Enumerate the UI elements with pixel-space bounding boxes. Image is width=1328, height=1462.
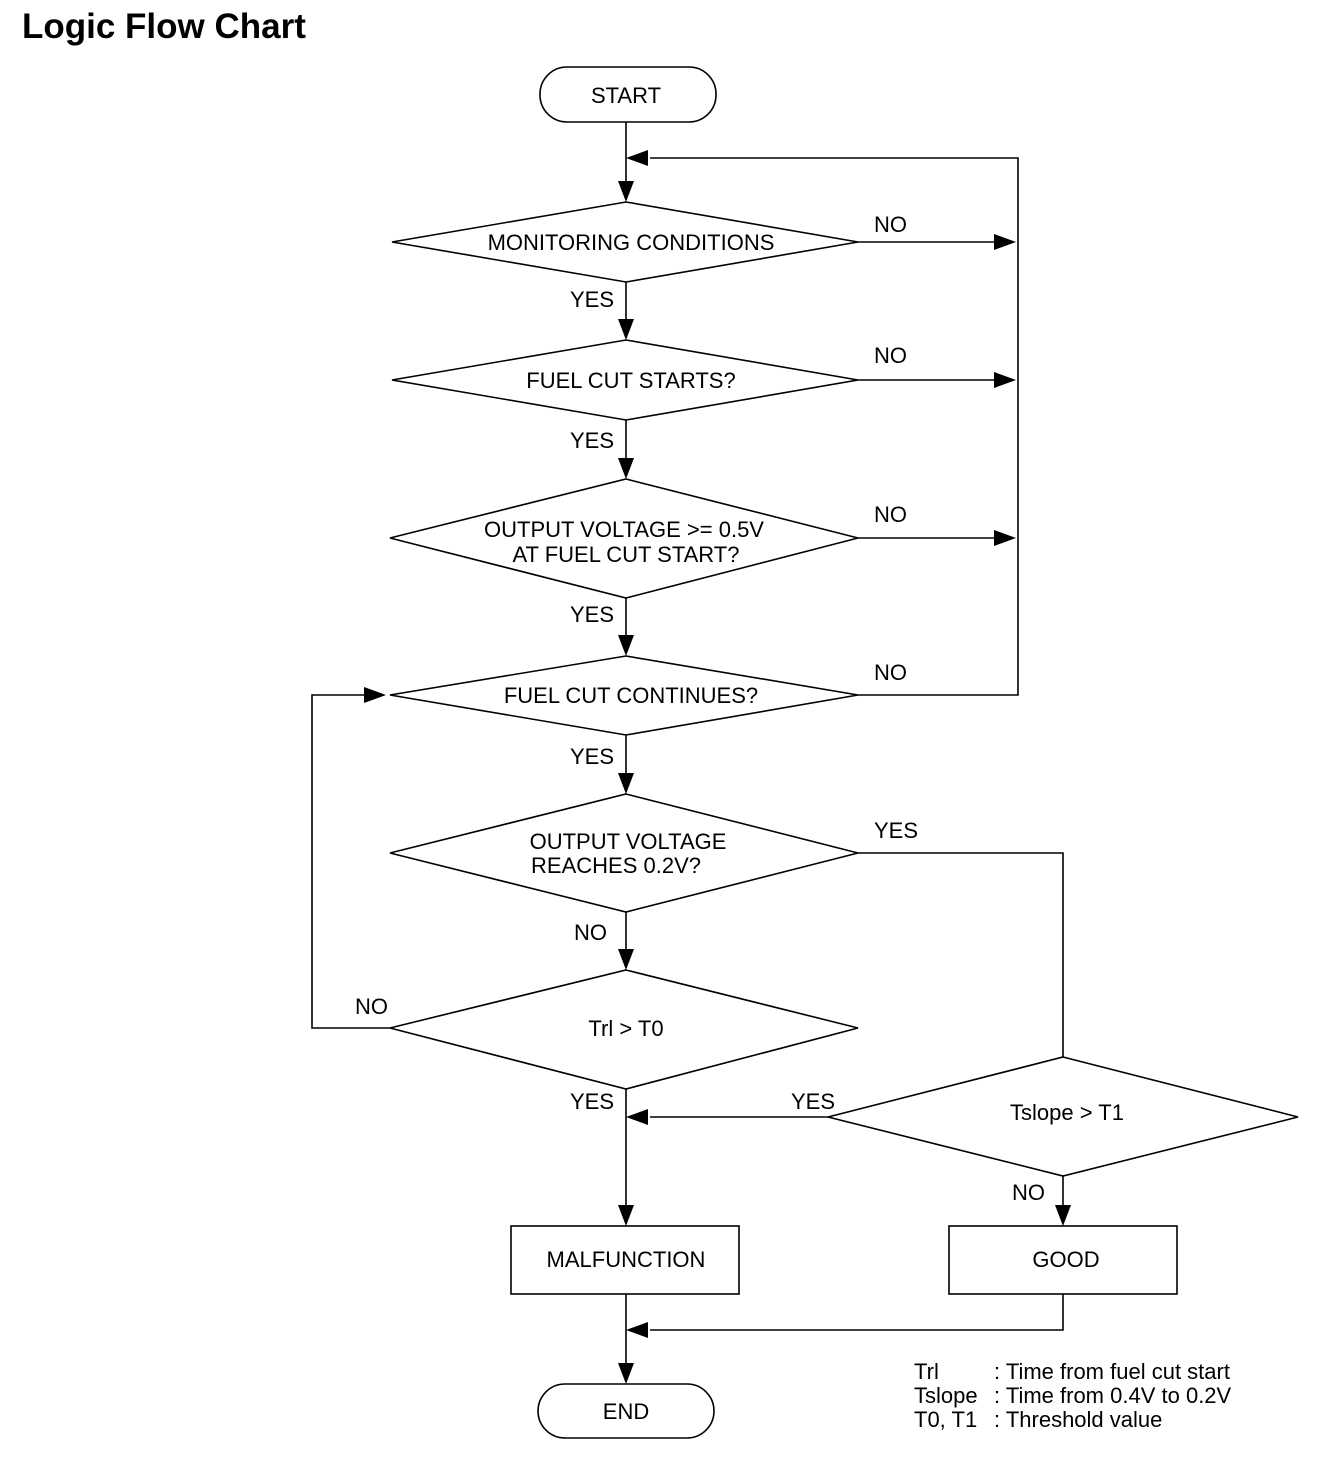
decision-output-voltage-start-line2: AT FUEL CUT START? — [513, 542, 740, 567]
end-label: END — [603, 1399, 649, 1424]
legend-row-tslope: Tslope : Time from 0.4V to 0.2V — [914, 1384, 1231, 1408]
decision-output-voltage-start-line1: OUTPUT VOLTAGE >= 0.5V — [484, 517, 764, 542]
malfunction-label: MALFUNCTION — [547, 1247, 706, 1272]
arrow-left-loop-top — [626, 150, 648, 166]
arrow-down-fuelcut — [618, 319, 634, 340]
start-label: START — [591, 83, 661, 108]
decision-monitoring-label: MONITORING CONDITIONS — [488, 230, 775, 255]
arrow-right-monitoring-no — [994, 234, 1016, 250]
no-label-trl: NO — [355, 994, 388, 1019]
legend-desc-trl: : Time from fuel cut start — [994, 1359, 1230, 1384]
yes-label-tslope: YES — [791, 1089, 835, 1114]
connectors — [311, 122, 1064, 1378]
legend-row-thresholds: T0, T1 : Threshold value — [914, 1408, 1231, 1432]
arrow-down-continues — [618, 635, 634, 656]
legend-desc-thresholds: : Threshold value — [994, 1407, 1163, 1432]
decision-output-voltage-reaches: OUTPUT VOLTAGE REACHES 0.2V? — [389, 793, 859, 913]
no-label-fuelcut: NO — [874, 343, 907, 368]
no-label-tslope: NO — [1012, 1180, 1045, 1205]
decision-tslope: Tslope > T1 — [827, 1056, 1299, 1177]
yes-label-continues: YES — [570, 744, 614, 769]
arrow-left-good-to-end — [626, 1322, 648, 1338]
connector-good-to-end — [650, 1294, 1064, 1331]
no-label-monitoring: NO — [874, 212, 907, 237]
yes-label-fuelcut: YES — [570, 428, 614, 453]
legend-desc-tslope: : Time from 0.4V to 0.2V — [994, 1383, 1232, 1408]
no-label-reaches: NO — [574, 920, 607, 945]
arrow-down-reaches — [618, 773, 634, 794]
decision-monitoring-conditions: MONITORING CONDITIONS — [391, 201, 859, 283]
arrow-down-malfunction — [618, 1205, 634, 1226]
no-branch-continues-loop — [650, 157, 1019, 696]
yes-label-trl: YES — [570, 1089, 614, 1114]
no-label-voltage: NO — [874, 502, 907, 527]
branch-labels: NO YES NO YES NO YES NO YES YES NO NO YE… — [355, 212, 1045, 1205]
start-terminal: START — [539, 66, 717, 123]
page-title: Logic Flow Chart — [22, 7, 306, 46]
decision-output-voltage-start: OUTPUT VOLTAGE >= 0.5V AT FUEL CUT START… — [389, 478, 859, 599]
arrow-right-fuelcut-no — [994, 372, 1016, 388]
decision-fuel-cut-starts: FUEL CUT STARTS? — [391, 339, 859, 421]
legend-key-trl: Trl — [914, 1359, 939, 1384]
arrow-left-tslope-yes — [626, 1109, 648, 1125]
no-branch-trl-loop — [311, 694, 390, 1029]
legend-row-trl: Trl : Time from fuel cut start — [914, 1360, 1231, 1384]
decision-trl: Trl > T0 — [389, 969, 859, 1090]
no-label-continues: NO — [874, 660, 907, 685]
end-terminal: END — [537, 1383, 715, 1439]
yes-branch-reaches — [858, 852, 1064, 1057]
decision-trl-label: Trl > T0 — [588, 1016, 663, 1041]
arrow-right-trl-loop — [364, 687, 386, 703]
arrow-down-end — [618, 1363, 634, 1384]
arrow-down-voltage — [618, 458, 634, 479]
legend-key-tslope: Tslope — [914, 1383, 978, 1408]
arrow-down-monitoring — [618, 181, 634, 202]
arrow-down-trl — [618, 949, 634, 970]
process-malfunction: MALFUNCTION — [510, 1225, 740, 1295]
arrow-down-good — [1055, 1205, 1071, 1226]
legend: Trl : Time from fuel cut start Tslope : … — [914, 1360, 1231, 1432]
good-label: GOOD — [1032, 1247, 1099, 1272]
legend-key-thresholds: T0, T1 — [914, 1407, 978, 1432]
yes-label-monitoring: YES — [570, 287, 614, 312]
decision-reaches-line1: OUTPUT VOLTAGE — [530, 829, 727, 854]
process-good: GOOD — [948, 1225, 1178, 1295]
arrowheads — [364, 150, 1071, 1384]
yes-label-reaches: YES — [874, 818, 918, 843]
decision-fuel-cut-continues: FUEL CUT CONTINUES? — [389, 655, 859, 736]
decision-reaches-line2: REACHES 0.2V? — [531, 853, 701, 878]
decision-fuel-cut-continues-label: FUEL CUT CONTINUES? — [504, 683, 758, 708]
decision-fuel-cut-starts-label: FUEL CUT STARTS? — [526, 368, 735, 393]
yes-label-voltage: YES — [570, 602, 614, 627]
decision-tslope-label: Tslope > T1 — [1010, 1100, 1124, 1125]
arrow-right-voltage-no — [994, 530, 1016, 546]
